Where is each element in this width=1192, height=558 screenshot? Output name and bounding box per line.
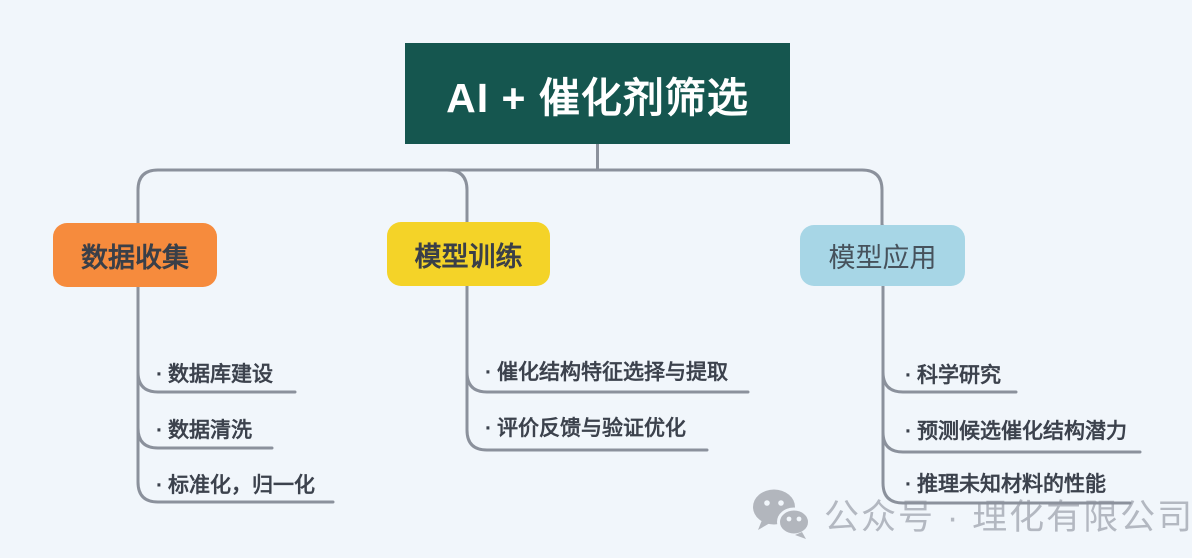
connector-middle-drop: [445, 168, 469, 226]
bullet: ·: [156, 474, 163, 497]
connector-right-underline-1: [881, 370, 1018, 394]
branch-node-data-collection: 数据收集: [53, 223, 217, 287]
connector-right-spine: [881, 224, 1132, 505]
bullet: ·: [905, 420, 912, 443]
connector-left-underline-1: [136, 370, 297, 394]
subitem-feature-selection-extraction: ·催化结构特征选择与提取: [485, 356, 728, 386]
connector-main-rail: [136, 168, 884, 228]
subitem-label: 数据库建设: [168, 363, 273, 386]
subitem-label: 科学研究: [917, 364, 1001, 387]
subitem-scientific-research: ·科学研究: [905, 359, 1001, 389]
subitem-label: 评价反馈与验证优化: [497, 417, 686, 440]
root-node: AI + 催化剂筛选: [405, 43, 790, 144]
subitem-data-cleaning: ·数据清洗: [156, 414, 252, 444]
subitem-label: 预测候选催化结构潜力: [917, 420, 1127, 443]
bullet: ·: [485, 361, 492, 384]
connector-right-underline-2: [881, 430, 1142, 454]
subitem-database-construction: ·数据库建设: [156, 358, 273, 388]
branch-label: 数据收集: [81, 242, 189, 273]
bullet: ·: [156, 419, 163, 442]
subitem-standardization-normalization: ·标准化，归一化: [156, 469, 315, 499]
bullet: ·: [905, 473, 912, 496]
connector-left-underline-2: [136, 426, 274, 450]
bullet: ·: [485, 417, 492, 440]
branch-label: 模型训练: [414, 241, 523, 272]
wechat-icon: [753, 489, 810, 539]
branch-node-model-training: 模型训练: [387, 222, 550, 286]
subitem-label: 数据清洗: [168, 419, 252, 442]
subitem-label: 标准化，归一化: [168, 474, 315, 497]
bullet: ·: [905, 364, 912, 387]
subitem-predict-candidate-potential: ·预测候选催化结构潜力: [905, 415, 1127, 445]
root-node-label: AI + 催化剂筛选: [446, 74, 749, 121]
subitem-label: 推理未知材料的性能: [917, 473, 1106, 496]
branch-label: 模型应用: [828, 243, 937, 273]
connector-middle-spine: [465, 222, 709, 452]
subitem-evaluation-feedback-validation: ·评价反馈与验证优化: [485, 412, 686, 442]
subitem-label: 催化结构特征选择与提取: [497, 361, 728, 384]
subitem-infer-unknown-material-properties: ·推理未知材料的性能: [905, 468, 1106, 498]
branch-node-model-application: 模型应用: [800, 225, 965, 286]
connector-left-spine: [136, 222, 335, 504]
connector-middle-underline-1: [465, 370, 750, 394]
bullet: ·: [156, 363, 163, 386]
